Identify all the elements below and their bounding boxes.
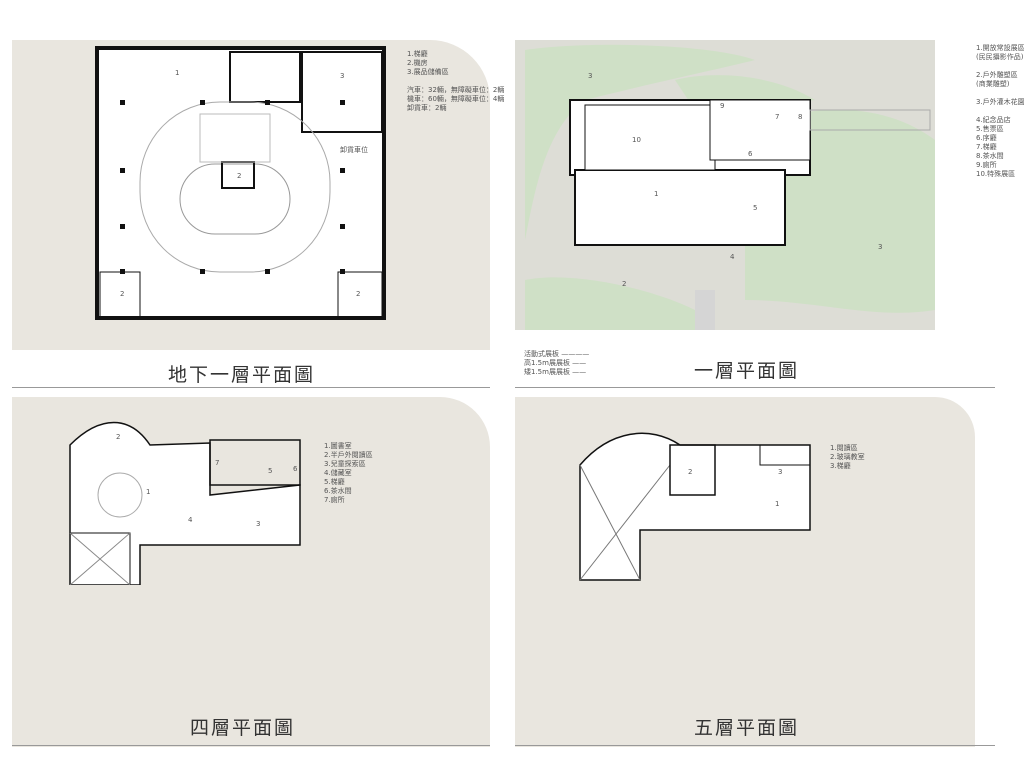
b1-room-label: 1 (175, 69, 180, 77)
f5-room-label: 3 (778, 468, 783, 476)
f4-room-label: 3 (256, 520, 261, 528)
f4-room-label: 7 (215, 459, 220, 467)
f4-plan (69, 421, 301, 585)
f4-room-label: 4 (188, 516, 193, 524)
b1-note: 卸貨車位 (340, 146, 368, 154)
f1-room-label: 1 (654, 190, 659, 198)
f1-room-label: 10 (632, 136, 641, 144)
f4-room-label: 2 (116, 433, 121, 441)
f1-panel-legend: 活動式展板 ————高1.5m展展板 ——矮1.5m展展板 —— (524, 350, 590, 376)
b1-room-label: 2 (356, 290, 361, 298)
f4-title: 四層平面圖 (190, 717, 296, 739)
f1-room-label: 5 (753, 204, 758, 212)
f1-room-label: 9 (720, 102, 725, 110)
f5-room-label: 1 (775, 500, 780, 508)
f1-room-label: 7 (775, 113, 780, 121)
f1-room-label: 4 (730, 253, 735, 261)
f5-title: 五層平面圖 (694, 717, 800, 739)
f1-room-label: 3 (588, 72, 593, 80)
f1-room-label: 3 (878, 243, 883, 251)
f5-plan (579, 432, 811, 581)
f1-title: 一層平面圖 (694, 360, 800, 382)
f1-plan (525, 44, 935, 330)
b1-room-label: 2 (237, 172, 242, 180)
f1-room-label: 2 (622, 280, 627, 288)
f1-room-label: 6 (748, 150, 753, 158)
b1-title: 地下一層平面圖 (168, 364, 316, 386)
f4-room-label: 6 (293, 465, 298, 473)
f4-room-label: 5 (268, 467, 273, 475)
b1-room-label: 3 (340, 72, 345, 80)
f5-room-label: 2 (688, 468, 693, 476)
f1-room-label: 8 (798, 113, 803, 121)
f4-room-label: 1 (146, 488, 151, 496)
b1-room-label: 2 (120, 290, 125, 298)
b1-plan (95, 46, 386, 320)
